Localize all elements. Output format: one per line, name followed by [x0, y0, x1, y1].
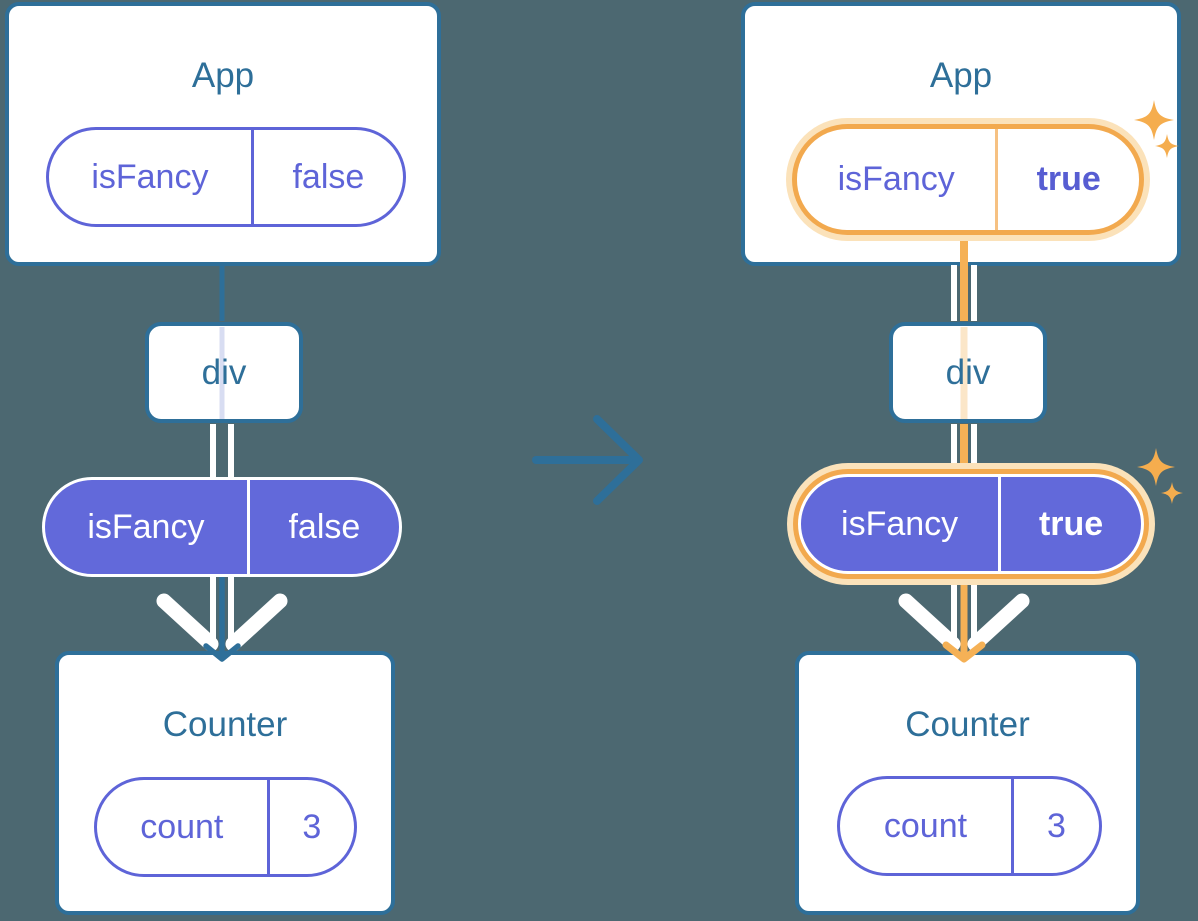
prop-name: isFancy	[91, 157, 209, 196]
counter-card: Counter count 3	[795, 651, 1140, 915]
state-value: 3	[266, 780, 354, 874]
prop-name: isFancy	[837, 160, 955, 198]
passed-props-pill: isFancy true	[798, 474, 1144, 574]
app-title: App	[929, 56, 993, 95]
state-value: 3	[1010, 779, 1099, 873]
counter-title: Counter	[162, 705, 288, 744]
highlight-ring: isFancy true	[793, 469, 1149, 579]
prop-value: true	[998, 477, 1141, 571]
prop-name: isFancy	[87, 507, 205, 546]
down-arrow-icon	[156, 593, 288, 652]
state-pill: count 3	[94, 777, 357, 877]
state-pill: count 3	[837, 776, 1102, 876]
state-name: count	[140, 807, 224, 846]
prop-flow-line	[210, 574, 234, 646]
arrow-right-icon	[532, 415, 643, 505]
prop-name: isFancy	[841, 504, 959, 543]
highlighted-passed-props-pill: isFancy true	[787, 463, 1155, 585]
props-pill: isFancy false	[46, 127, 406, 227]
state-name: count	[883, 806, 968, 845]
app-title: App	[191, 56, 255, 95]
prop-flow-line	[210, 424, 234, 480]
app-card: App isFancy false	[5, 2, 441, 266]
div-card: div	[889, 322, 1047, 423]
div-card: div	[145, 322, 303, 423]
counter-title: Counter	[905, 705, 1030, 744]
sparkle-icon	[1137, 448, 1175, 486]
div-label: div	[945, 352, 991, 392]
highlighted-props-pill: isFancy true	[786, 118, 1150, 241]
props-pill: isFancy true	[797, 129, 1139, 230]
counter-card: Counter count 3	[55, 651, 395, 915]
prop-value: false	[250, 130, 403, 224]
highlight-ring: isFancy true	[792, 124, 1144, 235]
down-arrow-icon	[898, 593, 1030, 652]
prop-value: false	[246, 480, 399, 574]
prop-flow-line	[951, 582, 977, 646]
div-label: div	[201, 352, 247, 392]
app-card: App isFancy true	[741, 2, 1181, 266]
sparkle-icon	[1161, 482, 1183, 504]
prop-value: true	[995, 129, 1139, 230]
prop-flow-line	[951, 265, 977, 321]
passed-props-pill: isFancy false	[42, 477, 402, 577]
